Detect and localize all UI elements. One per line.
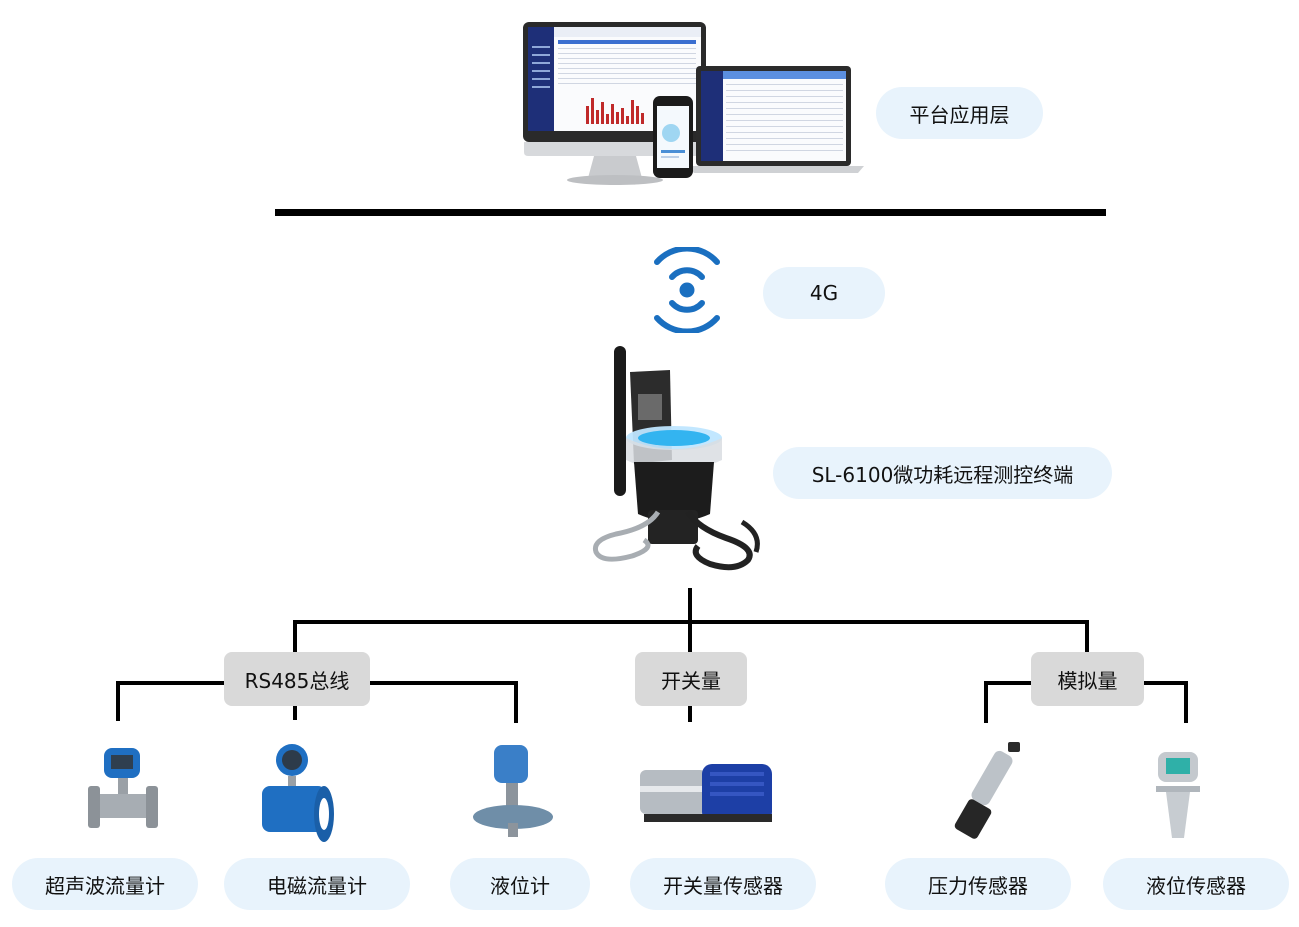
ultrasonic-flowmeter-image: [84, 744, 162, 836]
network-4g-label: 4G: [763, 267, 885, 319]
branch-drop-rs485: [293, 620, 297, 654]
wireless-signal-icon: [648, 245, 726, 335]
bus-switch-label: 开关量: [635, 652, 747, 706]
platform-layer-label: 平台应用层: [876, 87, 1043, 139]
switch-sensor-pump-image: [636, 760, 776, 828]
rs485-left-arm: [116, 681, 226, 685]
analog-right-arm: [1143, 681, 1188, 685]
layer-divider: [275, 209, 1106, 216]
device-label-level-meter: 液位计: [450, 858, 590, 910]
platform-devices-image: [518, 18, 868, 203]
rs485-right-arm: [369, 681, 518, 685]
level-meter-image: [470, 741, 556, 839]
bus-analog-label: 模拟量: [1031, 652, 1144, 706]
branch-drop-analog: [1085, 620, 1089, 654]
rs485-center-drop: [293, 706, 297, 720]
terminal-device-image: [586, 342, 768, 577]
branch-drop-switch: [688, 620, 692, 654]
analog-left-drop: [984, 681, 988, 723]
analog-left-arm: [984, 681, 1033, 685]
rs485-right-drop: [514, 681, 518, 723]
switch-drop: [688, 706, 692, 722]
device-label-electromagnetic-flowmeter: 电磁流量计: [224, 858, 410, 910]
electromagnetic-flowmeter-image: [254, 740, 336, 848]
device-label-ultrasonic-flowmeter: 超声波流量计: [12, 858, 198, 910]
analog-right-drop: [1184, 681, 1188, 723]
device-label-pressure-sensor: 压力传感器: [885, 858, 1071, 910]
device-label-switch-sensor: 开关量传感器: [630, 858, 816, 910]
trunk-line: [688, 588, 692, 624]
pressure-sensor-image: [948, 742, 1030, 844]
terminal-label: SL-6100微功耗远程测控终端: [773, 447, 1112, 499]
rs485-left-drop: [116, 681, 120, 721]
bus-rs485-label: RS485总线: [224, 652, 370, 706]
liquid-level-sensor-image: [1150, 748, 1206, 850]
device-label-liquid-level-sensor: 液位传感器: [1103, 858, 1289, 910]
